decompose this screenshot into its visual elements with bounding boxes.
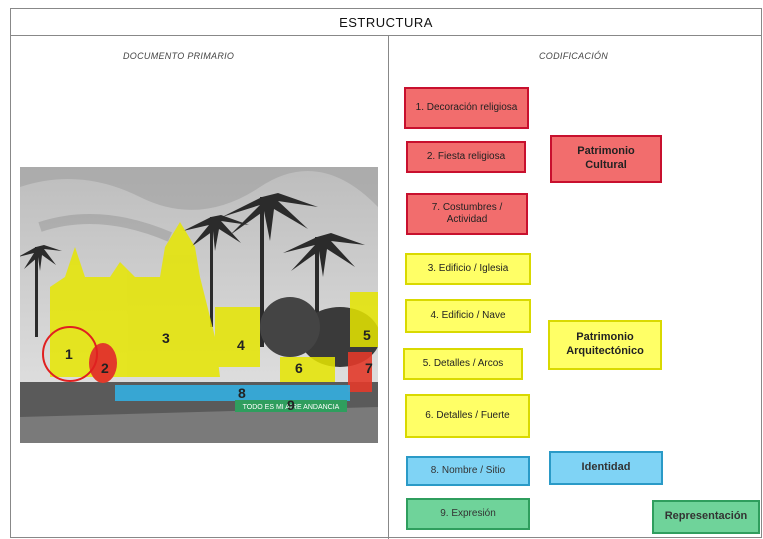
marker-7: 7: [365, 360, 373, 376]
annotated-photo: TODO ES MI AIRE ANDANCIA 1 2 3 4 5 6 7 8…: [20, 167, 378, 443]
primary-document-header: DOCUMENTO PRIMARIO: [123, 51, 235, 61]
code-box-9: 9. Expresión: [406, 498, 530, 530]
church-photo: TODO ES MI AIRE ANDANCIA 1 2 3 4 5 6 7 8…: [20, 167, 378, 443]
marker-9: 9: [287, 397, 295, 413]
marker-5: 5: [363, 327, 371, 343]
code-box-5: 5. Detalles / Arcos: [403, 348, 523, 380]
marker-1: 1: [65, 346, 73, 362]
code-box-3: 3. Edificio / Iglesia: [405, 253, 531, 285]
code-box-1: 1. Decoración religiosa: [404, 87, 529, 129]
coding-header: CODIFICACIÓN: [539, 51, 609, 61]
marker-3: 3: [162, 330, 170, 346]
diagram-title: ESTRUCTURA: [11, 9, 761, 36]
column-divider: [388, 35, 389, 539]
category-patrimonio-cultural: Patrimonio Cultural: [550, 135, 662, 183]
marker-4: 4: [237, 337, 245, 353]
category-identidad: Identidad: [549, 451, 663, 485]
code-box-4: 4. Edificio / Nave: [405, 299, 531, 333]
marker-8: 8: [238, 385, 246, 401]
code-box-2: 2. Fiesta religiosa: [406, 141, 526, 173]
category-representacion: Representación: [652, 500, 760, 534]
category-patrimonio-arquitectonico: Patrimonio Arquitectónico: [548, 320, 662, 370]
code-box-6: 6. Detalles / Fuerte: [405, 394, 530, 438]
marker-6: 6: [295, 360, 303, 376]
code-box-8: 8. Nombre / Sitio: [406, 456, 530, 486]
code-box-7: 7. Costumbres / Actividad: [406, 193, 528, 235]
marker-2: 2: [101, 360, 109, 376]
sign-text: TODO ES MI AIRE ANDANCIA: [243, 404, 340, 411]
structure-diagram: ESTRUCTURA DOCUMENTO PRIMARIO CODIFICACI…: [10, 8, 762, 539]
